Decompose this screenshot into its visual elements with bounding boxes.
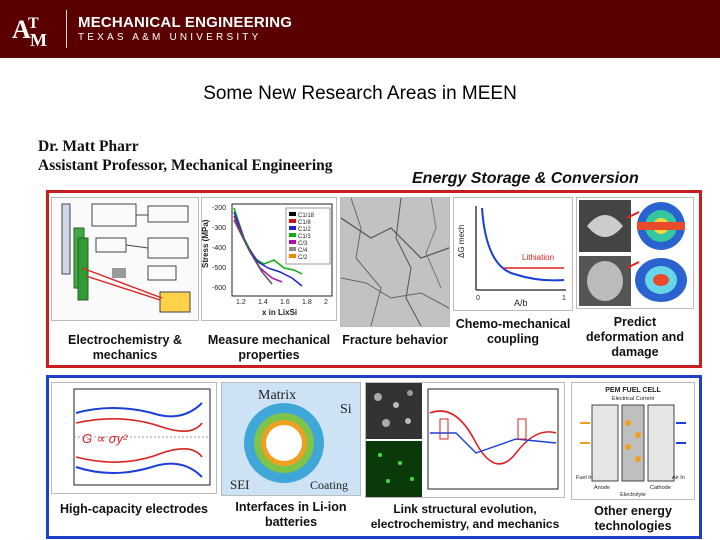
cathode-label: Cathode <box>650 485 671 491</box>
deformation-images <box>576 197 694 309</box>
caption-mechanical-properties: Measure mechanical properties <box>207 333 331 362</box>
author-position: Assistant Professor, Mechanical Engineer… <box>38 157 333 174</box>
legend-entry: C1/2 <box>298 227 311 233</box>
caption-chemo-mechanical: Chemo-mechanical coupling <box>455 317 571 346</box>
x-tick: 1.8 <box>302 299 312 306</box>
anode-label: Anode <box>594 485 610 491</box>
x-tick: 1.4 <box>258 299 268 306</box>
slide-title: Some New Research Areas in MEEN <box>203 83 517 104</box>
stress-tick: -600 <box>212 285 226 292</box>
topic-heading: Energy Storage & Conversion <box>412 170 639 187</box>
header-divider <box>66 10 67 48</box>
stress-tick: -300 <box>212 225 226 232</box>
x-tick: 1.6 <box>280 299 290 306</box>
sei-label: SEI <box>230 477 250 492</box>
legend-entry: C1/18 <box>298 213 315 219</box>
university-name: TEXAS A&M UNIVERSITY <box>78 32 262 43</box>
svg-text:A: A <box>12 15 31 44</box>
caption-high-capacity: High-capacity electrodes <box>60 502 208 516</box>
structural-figure <box>365 382 565 498</box>
capacity-plot: G ∝ σy² <box>51 382 217 494</box>
legend-entry: C/4 <box>298 248 308 254</box>
matrix-label: Matrix <box>258 388 296 403</box>
schematic-image <box>51 197 199 321</box>
electrolyte-label: Electrolyte <box>620 492 646 498</box>
header-bar: A T M MECHANICAL ENGINEERING TEXAS A&M U… <box>0 0 720 58</box>
chemo-plot: ΔG mech Lithiation 0 1 A/b <box>453 197 573 311</box>
legend-entry: C/2 <box>298 255 308 261</box>
g-formula: G ∝ σy² <box>82 431 128 446</box>
caption-other-energy: Other energy technologies <box>594 504 672 533</box>
pem-subtitle: Electrical Current <box>612 396 655 402</box>
x-tick: 2 <box>324 299 328 306</box>
svg-text:M: M <box>30 30 47 50</box>
caption-structural-evolution: Link structural evolution, electrochemis… <box>370 502 560 531</box>
stress-tick: -200 <box>212 205 226 212</box>
svg-text:T: T <box>28 15 39 32</box>
author-name: Dr. Matt Pharr <box>38 138 139 155</box>
fracture-micrograph <box>340 197 450 327</box>
chemo-x-tick: 1 <box>562 295 566 302</box>
author-block: Dr. Matt Pharr Assistant Professor, Mech… <box>38 137 333 175</box>
chemo-x-tick: 0 <box>476 295 480 302</box>
chemo-y-label: ΔG mech <box>457 225 466 258</box>
legend-entry: C1/3 <box>298 234 311 240</box>
stress-axis-label: Stress (MPa) <box>202 219 210 268</box>
stress-plot: Stress (MPa) -200 -300 -400 -500 -600 C1… <box>201 197 337 321</box>
si-label: Si <box>340 402 352 417</box>
x-axis-label: x in LixSi <box>262 308 297 317</box>
x-tick: 1.2 <box>236 299 246 306</box>
stress-tick: -500 <box>212 265 226 272</box>
coating-label: Coating <box>310 478 348 492</box>
air-in-label: Air In <box>672 475 685 481</box>
caption-interfaces: Interfaces in Li-ion batteries <box>235 500 347 529</box>
interfaces-diagram: Matrix Si SEI Coating <box>221 382 361 496</box>
legend-entry: C1/8 <box>298 220 311 226</box>
caption-electrochemistry: Electrochemistry & mechanics <box>68 333 182 362</box>
tamu-logo-icon: A T M <box>12 15 47 50</box>
fuel-in-label: Fuel In <box>576 475 593 481</box>
fuel-cell-diagram: PEM FUEL CELL Electrical Current Fuel In… <box>571 382 695 500</box>
legend-entry: C/3 <box>298 241 308 247</box>
department-name: MECHANICAL ENGINEERING <box>78 14 293 31</box>
lithiation-label: Lithiation <box>522 253 554 262</box>
research-row-2: G ∝ σy² High-capacity electrodes Matrix … <box>46 375 702 539</box>
research-row-1: Electrochemistry & mechanics Stress (MPa… <box>46 190 702 368</box>
caption-deformation: Predict deformation and damage <box>586 315 684 359</box>
pem-title: PEM FUEL CELL <box>605 387 661 394</box>
stress-tick: -400 <box>212 245 226 252</box>
chemo-x-label: A/b <box>514 298 528 308</box>
caption-fracture: Fracture behavior <box>342 333 448 347</box>
